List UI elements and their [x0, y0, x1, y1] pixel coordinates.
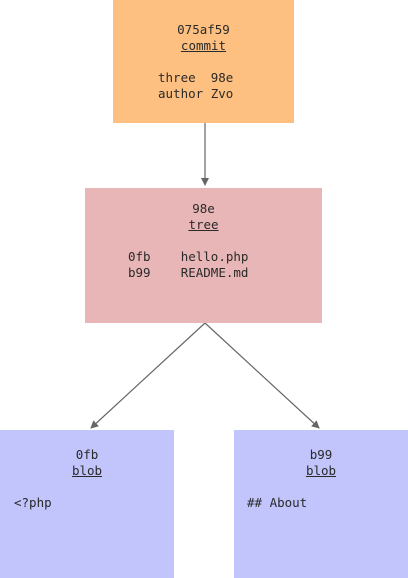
tree-hash: 98e [192, 201, 215, 216]
commit-field-tree: three 98e [158, 70, 234, 85]
commit-type-label: commit [180, 38, 227, 53]
tree-entry: 0fb hello.php [128, 249, 249, 264]
edge-tree-to-blob-2 [204, 322, 320, 429]
blob-content: <?php [14, 495, 52, 510]
commit-field-author: author Zvo [158, 86, 234, 101]
tree-type-label: tree [188, 217, 219, 232]
blob-hash: 0fb [75, 447, 99, 462]
blob-content: ## About [247, 495, 308, 510]
blob-node: b99 blob ## About [234, 430, 408, 578]
blob-type-label: blob [71, 463, 103, 478]
edge-tree-to-blob-1 [90, 322, 206, 429]
blob-hash: b99 [309, 447, 333, 462]
tree-entry: b99 README.md [128, 265, 249, 280]
tree-node: 98e tree 0fb hello.php b99 README.md [85, 188, 322, 323]
commit-hash: 075af59 [177, 22, 230, 37]
blob-node: 0fb blob <?php [0, 430, 174, 578]
blob-type-label: blob [305, 463, 337, 478]
commit-node: 075af59 commit three 98e author Zvo [113, 0, 294, 123]
